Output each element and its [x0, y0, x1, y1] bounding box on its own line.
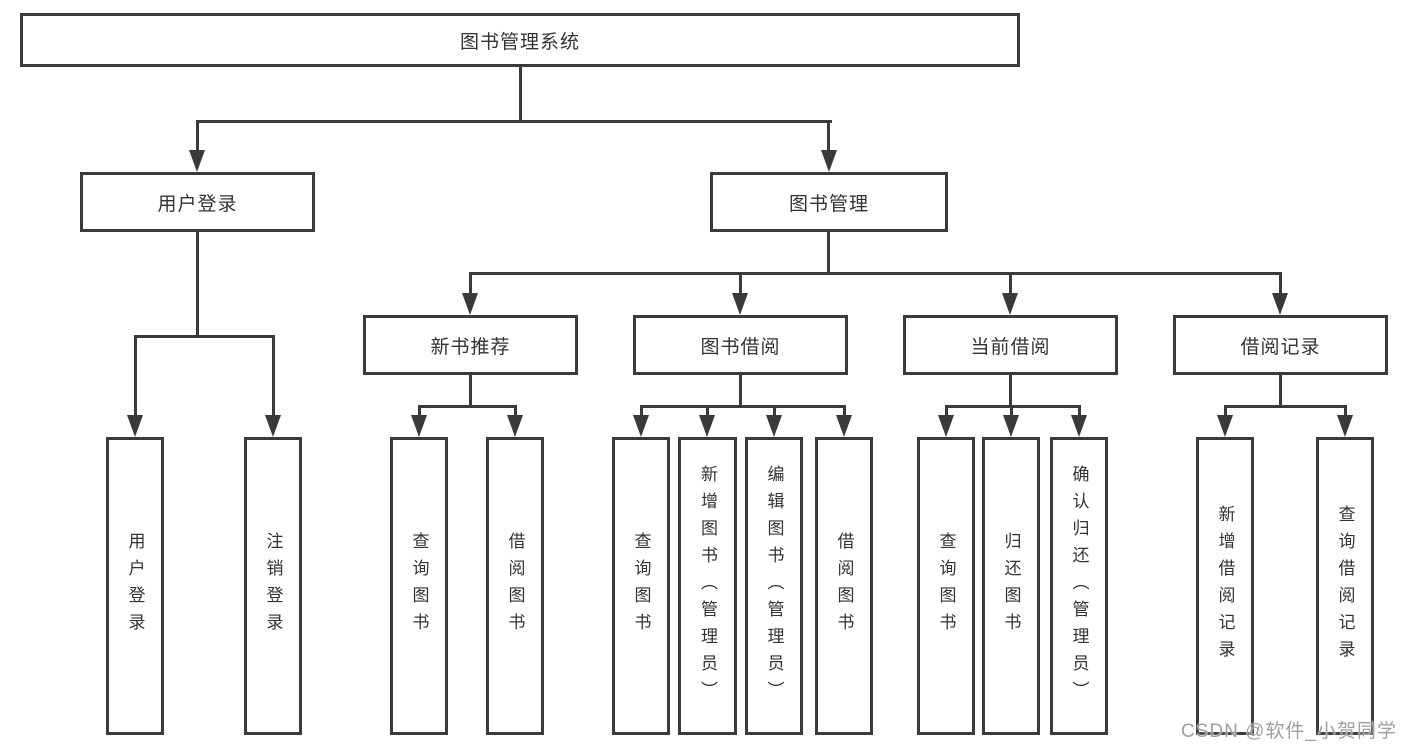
connector-line — [469, 272, 472, 295]
node-label: 新增图书（管理员） — [698, 464, 717, 708]
node-new-book-recommendation: 新书推荐 — [363, 315, 578, 375]
leaf-add-books-admin: 新增图书（管理员） — [678, 437, 737, 735]
connector-line — [827, 120, 830, 152]
node-label: 借阅图书 — [834, 532, 854, 640]
connector-line — [945, 405, 1081, 408]
node-label: 查询图书 — [936, 532, 956, 640]
arrowhead-down-icon — [127, 415, 143, 437]
connector-line — [514, 405, 517, 418]
node-label: 查询图书 — [631, 532, 651, 640]
connector-line — [418, 405, 517, 408]
leaf-borrow-books: 借阅图书 — [815, 437, 873, 735]
node-label: 借阅图书 — [505, 532, 525, 640]
arrowhead-down-icon — [732, 293, 748, 315]
node-label: 查询借阅记录 — [1335, 505, 1355, 667]
connector-line — [640, 405, 846, 408]
connector-line — [1009, 375, 1012, 408]
arrowhead-down-icon — [938, 415, 954, 437]
connector-line — [1009, 272, 1012, 295]
connector-line — [1078, 405, 1081, 418]
node-book-borrowing: 图书借阅 — [633, 315, 848, 375]
node-borrowing-records: 借阅记录 — [1173, 315, 1388, 375]
leaf-borrow-books-recommend: 借阅图书 — [486, 437, 544, 735]
connector-line — [519, 65, 522, 122]
connector-line — [134, 335, 275, 338]
arrowhead-down-icon — [633, 415, 649, 437]
connector-line — [843, 405, 846, 418]
arrowhead-down-icon — [1003, 415, 1019, 437]
leaf-query-books-current: 查询图书 — [917, 437, 975, 735]
node-current-borrowing: 当前借阅 — [903, 315, 1118, 375]
leaf-user-login: 用户登录 — [106, 437, 164, 735]
connector-line — [418, 405, 421, 418]
leaf-add-borrow-record: 新增借阅记录 — [1196, 437, 1254, 735]
arrowhead-down-icon — [836, 415, 852, 437]
leaf-edit-books-admin: 编辑图书（管理员） — [745, 437, 803, 735]
node-book-management: 图书管理 — [710, 172, 948, 232]
arrowhead-down-icon — [265, 415, 281, 437]
node-label: 新书推荐 — [430, 336, 511, 358]
node-user-login: 用户登录 — [80, 172, 315, 232]
node-label: 归还图书 — [1001, 532, 1021, 640]
connector-line — [272, 335, 275, 417]
node-label: 编辑图书（管理员） — [764, 464, 784, 708]
connector-line — [1344, 405, 1347, 418]
connector-line — [1224, 405, 1347, 408]
connector-line — [196, 120, 199, 152]
node-label: 查询图书 — [409, 532, 429, 640]
connector-line — [1010, 405, 1013, 418]
arrowhead-down-icon — [1071, 415, 1087, 437]
node-label: 借阅记录 — [1240, 336, 1321, 358]
connector-line — [827, 232, 830, 275]
leaf-confirm-return-admin: 确认归还（管理员） — [1050, 437, 1108, 735]
leaf-logout: 注销登录 — [244, 437, 302, 735]
leaf-return-books: 归还图书 — [982, 437, 1040, 735]
arrowhead-down-icon — [1217, 415, 1233, 437]
arrowhead-down-icon — [189, 150, 205, 172]
connector-line — [134, 335, 137, 417]
node-label: 图书借阅 — [700, 336, 781, 358]
connector-line — [739, 272, 742, 295]
connector-line — [773, 405, 776, 418]
arrowhead-down-icon — [699, 415, 715, 437]
connector-line — [1224, 405, 1227, 418]
arrowhead-down-icon — [1337, 415, 1353, 437]
leaf-query-borrow-record: 查询借阅记录 — [1316, 437, 1374, 735]
node-library-management-system: 图书管理系统 — [20, 13, 1020, 67]
arrowhead-down-icon — [1272, 293, 1288, 315]
arrowhead-down-icon — [411, 415, 427, 437]
connector-line — [640, 405, 643, 418]
connector-line — [739, 375, 742, 408]
connector-line — [1279, 272, 1282, 295]
node-label: 注销登录 — [263, 532, 283, 640]
connector-line — [469, 272, 1282, 275]
node-label: 当前借阅 — [970, 336, 1051, 358]
connector-line — [706, 405, 709, 418]
node-label: 用户登录 — [157, 193, 238, 215]
leaf-query-books-borrowing: 查询图书 — [612, 437, 670, 735]
arrowhead-down-icon — [462, 293, 478, 315]
arrowhead-down-icon — [507, 415, 523, 437]
arrowhead-down-icon — [766, 415, 782, 437]
connector-line — [1279, 375, 1282, 408]
node-label: 确认归还（管理员） — [1069, 464, 1089, 708]
node-label: 用户登录 — [125, 532, 145, 640]
arrowhead-down-icon — [821, 150, 837, 172]
leaf-query-books-recommend: 查询图书 — [390, 437, 448, 735]
connector-line — [469, 375, 472, 408]
connector-line — [945, 405, 948, 418]
arrowhead-down-icon — [1002, 293, 1018, 315]
connector-line — [196, 232, 199, 338]
csdn-watermark: CSDN @软件_小贺同学 — [1181, 721, 1397, 742]
connector-line — [196, 120, 832, 123]
node-label: 新增借阅记录 — [1215, 505, 1235, 667]
node-label: 图书管理 — [788, 193, 869, 215]
node-label: 图书管理系统 — [459, 31, 580, 53]
